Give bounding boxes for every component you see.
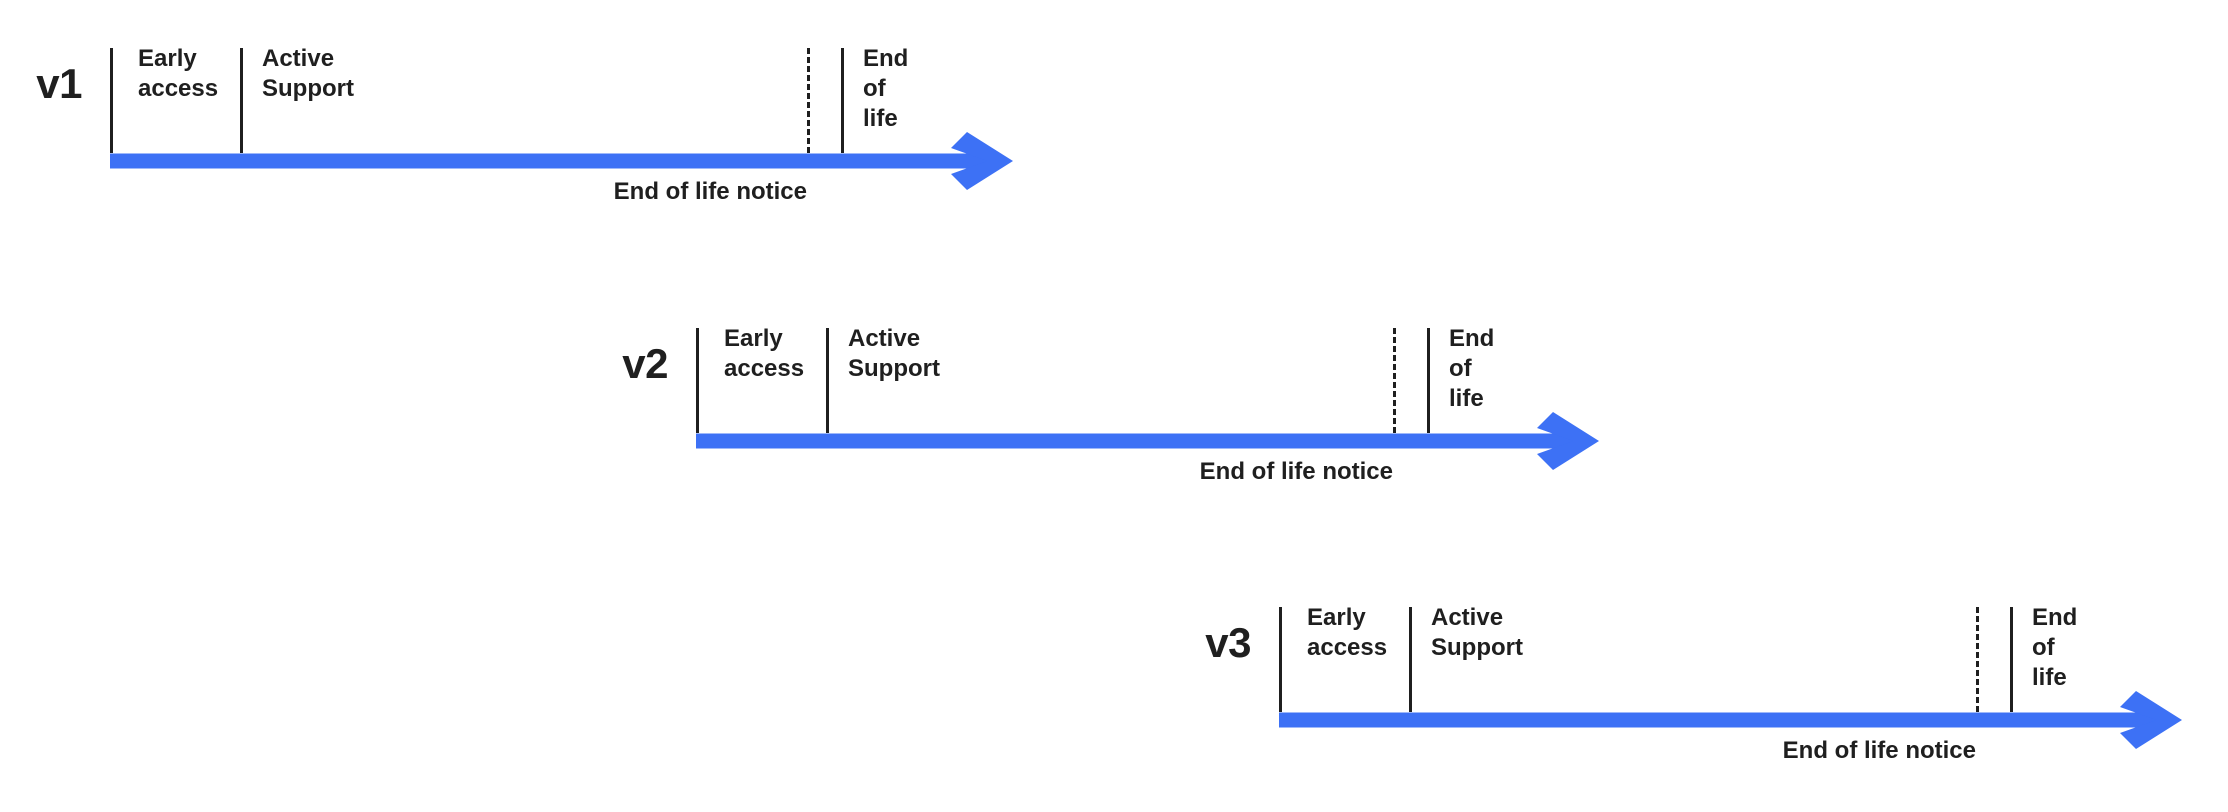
version-label-v1: v1 [36,60,82,107]
version-label-v3: v3 [1205,619,1251,666]
phase-label-end-of-life-v3: End of life [2032,604,2078,691]
phase-label-active-support-v1: Active Support [262,45,354,102]
end-of-life-notice-marker [1976,607,1979,712]
timeline-arrow-v1 [110,131,1013,190]
phase-divider-active-support-start [1409,607,1412,712]
phase-divider-end-of-life-start [841,48,844,153]
phase-label-end-of-life-v2: End of life [1449,325,1495,412]
phase-label-early-access-v2: Early access [724,325,805,382]
phase-divider-active-support-start [240,48,243,153]
timeline-arrowhead [951,131,1013,190]
phase-label-early-access-v3: Early access [1307,604,1388,661]
end-of-life-notice-label-v1: End of life notice [613,178,807,205]
end-of-life-notice-label-v3: End of life notice [1782,737,1976,764]
phase-divider-end-of-life-start [2010,607,2013,712]
end-of-life-notice-marker [1393,328,1396,433]
phase-divider-active-support-start [826,328,829,433]
timeline-arrowhead [2120,690,2182,749]
timeline-arrow-v3 [1279,690,2182,749]
version-label-v2: v2 [622,340,668,387]
phase-divider-early-access-start [1279,607,1282,712]
timeline-arrow-v2 [696,411,1599,470]
phase-divider-end-of-life-start [1427,328,1430,433]
phase-divider-early-access-start [696,328,699,433]
phase-label-early-access-v1: Early access [138,45,219,102]
phase-label-active-support-v2: Active Support [848,325,940,382]
timeline-shaft [1279,712,2164,727]
timeline-arrowhead [1537,411,1599,470]
phase-divider-early-access-start [110,48,113,153]
timeline-shaft [696,433,1581,448]
timeline-shaft [110,153,995,168]
phase-label-end-of-life-v1: End of life [863,45,909,132]
end-of-life-notice-label-v2: End of life notice [1199,458,1393,485]
end-of-life-notice-marker [807,48,810,153]
phase-label-active-support-v3: Active Support [1431,604,1523,661]
